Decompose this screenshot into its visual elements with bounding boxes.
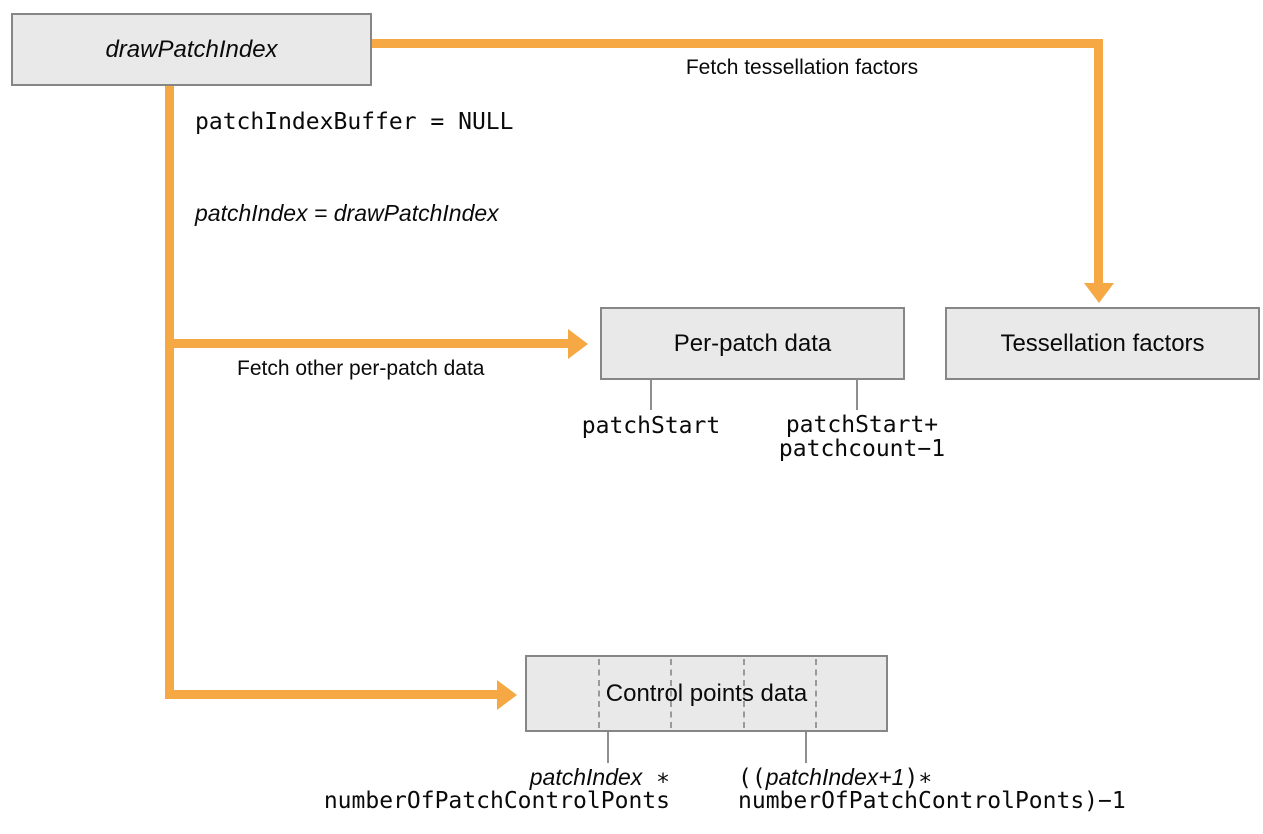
arrow-fetch-tessellation-horizontal (372, 39, 1103, 48)
annotation-control-start-line2: numberOfPatchControlPonts (323, 788, 670, 814)
annotation-control-start: patchIndex ∗ numberOfPatchControlPonts (270, 766, 670, 813)
arrow-trunk-vertical (165, 86, 174, 699)
arrowhead-right-icon (497, 680, 517, 710)
box-tessellation-factors-label: Tessellation factors (1000, 329, 1205, 357)
leader-line (650, 379, 652, 410)
box-control-points-data: Control points data (525, 655, 888, 732)
box-draw-patch-index-label: drawPatchIndex (105, 35, 278, 63)
box-per-patch-data: Per-patch data (600, 307, 905, 380)
annotation-patch-range-end: patchStart+ patchcount−1 (762, 413, 962, 461)
annotation-patch-index-assignment: patchIndex = drawPatchIndex (195, 200, 499, 226)
annotation-control-end-var: patchIndex+1 (765, 764, 905, 790)
annotation-control-start-var: patchIndex (529, 764, 643, 790)
patch-divider-dashed (743, 659, 745, 728)
arrowhead-down-icon (1084, 283, 1114, 303)
patch-divider-dashed (598, 659, 600, 728)
box-tessellation-factors: Tessellation factors (945, 307, 1260, 380)
box-control-points-data-label: Control points data (605, 679, 808, 707)
annotation-patch-start: patchStart (581, 413, 721, 439)
annotation-control-end-line2: numberOfPatchControlPonts)−1 (738, 788, 1126, 814)
annotation-patch-range-end-line2: patchcount−1 (778, 436, 946, 462)
box-draw-patch-index: drawPatchIndex (11, 13, 372, 86)
label-fetch-per-patch: Fetch other per-patch data (237, 357, 485, 380)
leader-line (805, 732, 807, 763)
annotation-control-start-op: ∗ (642, 765, 670, 791)
annotation-control-start-line1: patchIndex ∗ (270, 766, 670, 790)
leader-line (856, 379, 858, 410)
arrow-control-points-horizontal (165, 690, 497, 699)
patch-divider-dashed (815, 659, 817, 728)
annotation-control-end-suffix: )∗ (904, 765, 933, 791)
arrow-fetch-per-patch-horizontal (165, 339, 568, 348)
annotation-control-end-line1: ((patchIndex+1)∗ (738, 766, 1126, 790)
annotation-control-end: ((patchIndex+1)∗ numberOfPatchControlPon… (738, 766, 1126, 813)
arrow-fetch-tessellation-vertical (1094, 39, 1103, 284)
patch-divider-dashed (670, 659, 672, 728)
annotation-control-end-prefix: (( (738, 765, 766, 791)
label-fetch-tessellation: Fetch tessellation factors (685, 56, 919, 79)
box-per-patch-data-label: Per-patch data (673, 329, 832, 357)
annotation-patch-range-end-line1: patchStart+ (785, 412, 939, 438)
arrowhead-right-icon (568, 329, 588, 359)
annotation-patch-index-buffer-null: patchIndexBuffer = NULL (195, 109, 514, 135)
leader-line (607, 732, 609, 763)
